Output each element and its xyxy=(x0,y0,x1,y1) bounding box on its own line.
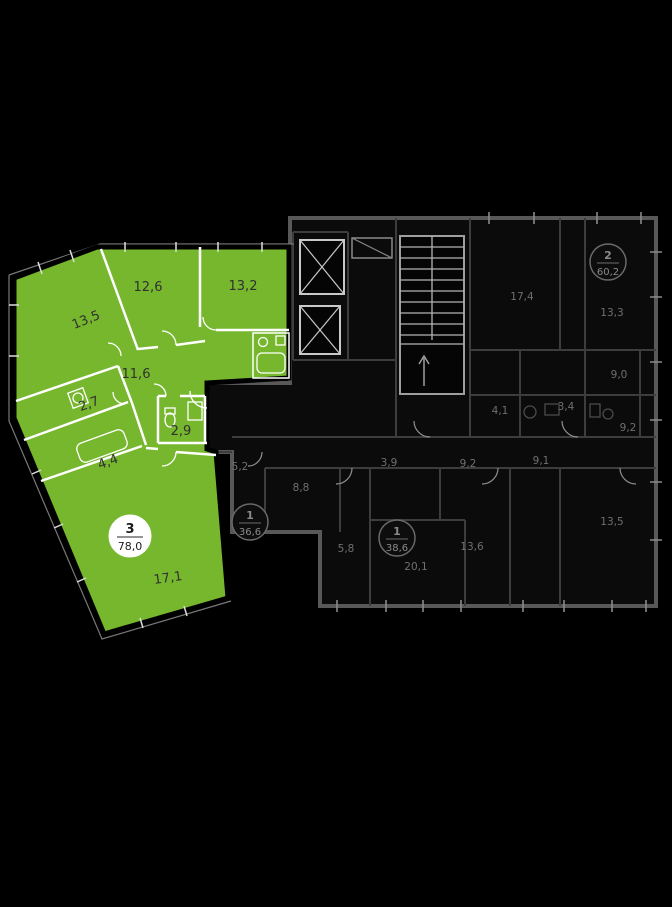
badge-rooms: 3 xyxy=(125,522,134,537)
unit-badge-dim[interactable]: 1 38,6 xyxy=(378,519,416,557)
window-ticks-dim xyxy=(336,212,662,612)
bathtub-icon xyxy=(256,352,286,374)
washer-icon xyxy=(66,386,90,410)
dim-room-label: 5,8 xyxy=(338,543,355,555)
bath-fixtures-dim xyxy=(523,403,614,420)
dim-badges: 2 60,2 1 36,6 1 38,6 xyxy=(231,243,627,557)
badge-circle xyxy=(108,514,152,558)
toilet-icon xyxy=(275,335,286,346)
room-label-2-7: 2,7 xyxy=(77,394,102,415)
core xyxy=(299,235,465,395)
badge-rooms: 1 xyxy=(393,525,401,538)
bathroom-fixtures xyxy=(66,332,290,463)
room-label-4-4: 4,4 xyxy=(96,452,121,473)
sink-icon xyxy=(257,336,269,348)
elevator-cross-icon xyxy=(299,239,345,295)
dim-room-label: 3,9 xyxy=(381,457,398,469)
room-label-11-6: 11,6 xyxy=(122,367,151,382)
shaft-diagonal xyxy=(351,237,393,259)
bathtub-icon xyxy=(76,429,128,463)
dim-room-label: 3,4 xyxy=(558,401,575,413)
washer-drum xyxy=(72,392,84,404)
bathtub-body xyxy=(76,429,128,463)
badge-area: 78,0 xyxy=(118,540,143,553)
badge-circle xyxy=(589,243,627,281)
dim-room-label: 9,1 xyxy=(533,455,550,467)
badge-area: 36,6 xyxy=(239,527,261,538)
apartment-badge[interactable]: 3 78,0 xyxy=(108,514,152,558)
badge-circle xyxy=(378,519,416,557)
badge-rooms: 2 xyxy=(604,249,612,262)
room-label-12-6: 12,6 xyxy=(134,280,163,295)
dim-room-label: 9,2 xyxy=(460,458,477,470)
dim-room-label: 20,1 xyxy=(404,561,427,573)
badge-circle xyxy=(231,503,269,541)
badge-rooms: 1 xyxy=(246,509,254,522)
room-label-17-1: 17,1 xyxy=(153,569,184,588)
stair-arrow-icon xyxy=(418,354,430,386)
stair-treads xyxy=(400,236,464,345)
washer-body xyxy=(66,386,90,410)
dim-room-label: 9,2 xyxy=(620,422,637,434)
badge-area: 60,2 xyxy=(597,267,619,278)
dim-room-label: 13,6 xyxy=(460,541,484,553)
dim-room-label: 5,2 xyxy=(232,461,249,473)
apartment-door-arcs xyxy=(107,316,217,467)
toilet-icon xyxy=(164,412,176,428)
unit-badge-dim[interactable]: 2 60,2 xyxy=(589,243,627,281)
toilet-icon xyxy=(523,405,537,419)
badge-area: 38,6 xyxy=(386,543,408,554)
dim-room-label: 13,3 xyxy=(600,307,623,319)
sink-icon xyxy=(589,403,601,418)
elevator-cross-icon xyxy=(299,305,341,355)
unit-badge-dim[interactable]: 1 36,6 xyxy=(231,503,269,541)
shower-icon xyxy=(187,401,203,421)
dim-room-labels: 17,4 13,3 9,0 9,2 3,4 4,1 5,2 3,9 9,2 9,… xyxy=(232,291,637,573)
dim-room-label: 8,8 xyxy=(293,482,310,494)
cistern-icon xyxy=(164,407,176,415)
apartment-3[interactable]: 13,5 12,6 13,2 11,6 2,7 2,9 4,4 17,1 3 7… xyxy=(8,242,294,640)
toilet-icon xyxy=(602,408,614,420)
bath-box xyxy=(252,332,290,379)
service-shaft xyxy=(351,237,393,259)
interior-walls xyxy=(216,218,656,606)
room-label-13-2: 13,2 xyxy=(229,279,258,294)
apartment-partitions xyxy=(15,247,289,483)
dim-room-label: 4,1 xyxy=(492,405,509,417)
room-label-2-9: 2,9 xyxy=(171,424,192,439)
dim-room-label: 13,5 xyxy=(600,516,623,528)
dim-room-label: 9,0 xyxy=(611,369,628,381)
sink-icon xyxy=(544,403,560,416)
door-arcs-dim xyxy=(247,420,637,485)
dim-room-label: 17,4 xyxy=(510,291,534,303)
window-ticks-apartment xyxy=(9,242,263,629)
